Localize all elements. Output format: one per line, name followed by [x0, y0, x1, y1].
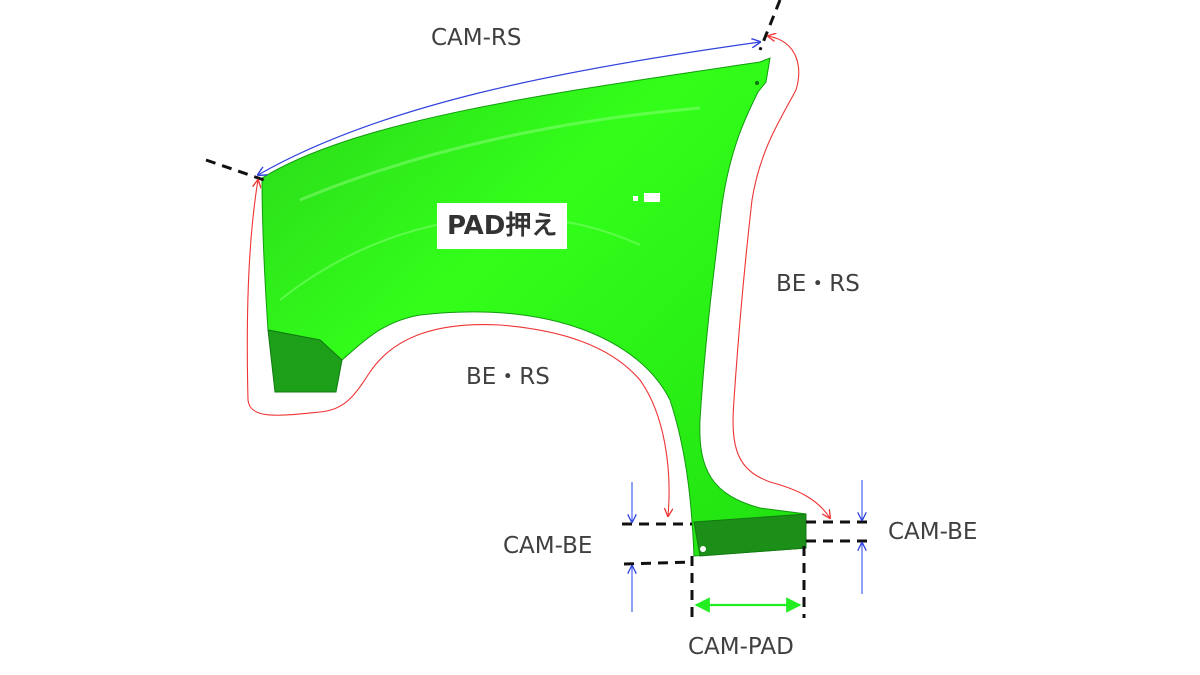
be-rs-outline-right [732, 36, 830, 518]
label-be-rs-right: BE・RS [776, 271, 860, 297]
fender-hole [700, 546, 706, 552]
dashed-cam-be-left-lower [623, 560, 693, 566]
dashed-boundary-top-left [205, 158, 265, 182]
fender-bottom-flange [693, 513, 807, 557]
label-cam-be-right: CAM-BE [888, 519, 978, 545]
label-cam-be-left: CAM-BE [503, 533, 593, 559]
dashed-boundary-top-right [758, 0, 782, 51]
label-be-rs-arch: BE・RS [466, 364, 550, 390]
be-rs-outline-arch [246, 180, 669, 516]
fender-body [261, 57, 807, 557]
fender-hole-top [755, 81, 759, 85]
label-cam-rs: CAM-RS [431, 25, 522, 51]
label-cam-pad: CAM-PAD [688, 634, 794, 660]
fender-slot-small [633, 196, 638, 201]
label-pad-press: PAD押え [437, 203, 568, 249]
cam-rs-arrow [258, 42, 760, 175]
fender-slot [644, 193, 660, 202]
fender-panel [261, 57, 807, 557]
